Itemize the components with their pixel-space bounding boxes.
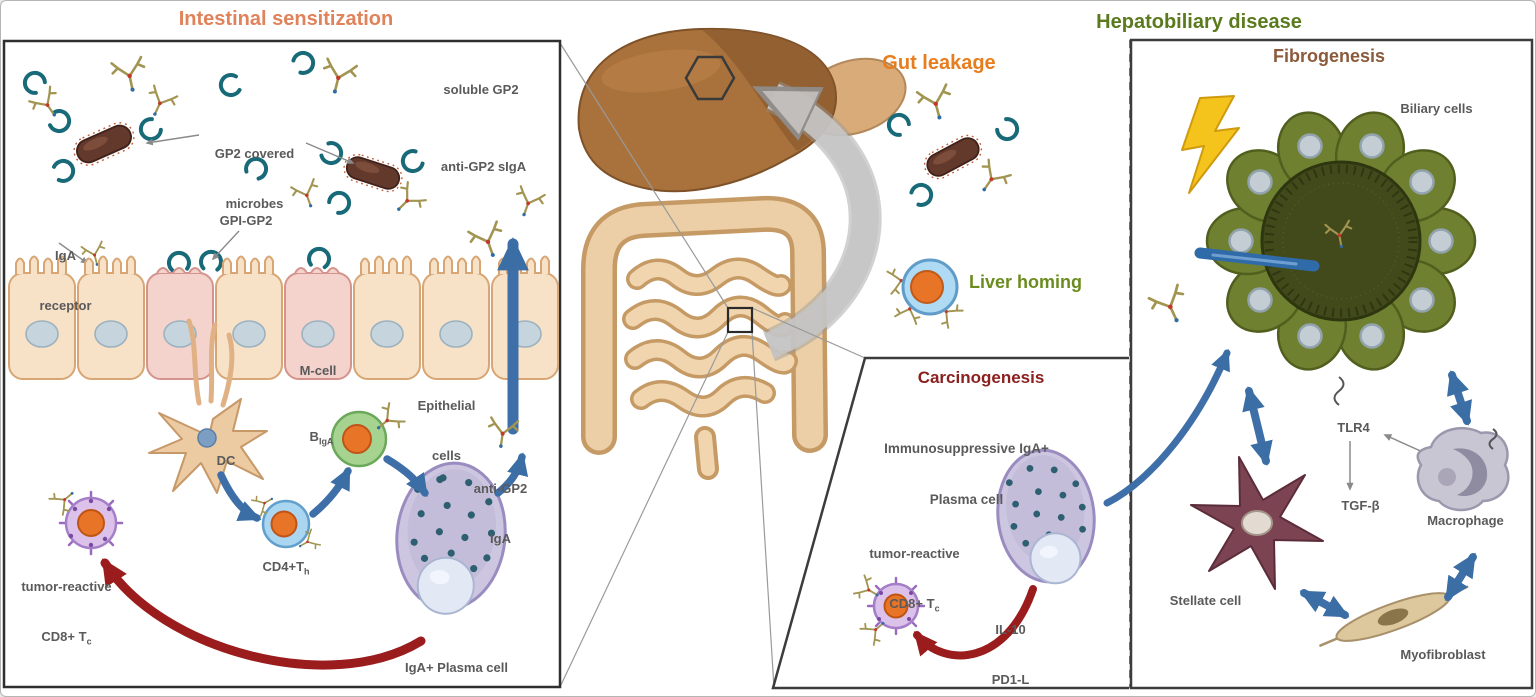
carcinogenesis-title: Carcinogenesis [917, 368, 1045, 387]
label-pointer-arrows [58, 134, 355, 264]
plasma-to-bileduct-arrow [1103, 348, 1231, 507]
hepatobiliary-disease-title: Hepatobiliary disease [1096, 11, 1302, 33]
tumor-reactive-cd8-label: tumor-reactive CD8+ Tc [21, 579, 112, 647]
gut-to-liver-arrow [769, 81, 882, 362]
large-intestine-illustration [581, 195, 828, 455]
myofibroblast-label: Myofibroblast [1400, 647, 1486, 662]
liver-highlight [601, 49, 721, 93]
il10-pd1l-label: IL-10 PD1-L [991, 622, 1030, 688]
blue-flow-arrows [217, 236, 529, 522]
epithelial-cells-label: Epithelial cells [417, 398, 476, 464]
b-cell [330, 401, 407, 468]
stellate-cell-label: Stellate cell [1169, 593, 1242, 608]
hepatobiliary-panel [1129, 38, 1534, 690]
crosstalk-double-arrows [1242, 370, 1477, 619]
stellate-cell [1190, 456, 1324, 590]
gut-leakage-items [882, 83, 1024, 210]
magnifier-hexagon [684, 55, 736, 101]
immunosuppressive-plasma-label: Immunosuppressive IgA+ Plasma cell [884, 440, 1049, 508]
iga-receptor-label: IgA receptor [39, 248, 92, 314]
cd8-t-cell [852, 573, 926, 647]
red-suppression-arrow [100, 558, 426, 670]
b-cell-label: BIgA [309, 429, 334, 447]
red-suppression-arrow [913, 585, 1037, 660]
magnifier-square [726, 306, 754, 334]
biliary-cell-nuclei [1228, 133, 1454, 349]
small-intestine-illustration [622, 257, 798, 480]
intestinal-sensitization-panel [2, 39, 562, 689]
tumor-reactive-cd8-label-carcino: tumor-reactive CD8+ Tc [869, 546, 960, 614]
iga-plasma-cell [395, 461, 507, 615]
signalling-arrows [1346, 434, 1426, 491]
cd4-t-cell [250, 489, 322, 556]
macrophage-label: Macrophage [1427, 513, 1504, 528]
plasma-cell-granules [410, 474, 496, 573]
bile-duct-cross-section [1205, 111, 1477, 371]
anti-gp2-siga-label: anti-GP2 sIgA [440, 159, 527, 174]
tlr4-receptor-squiggle [1333, 376, 1345, 406]
liver-homing-cell [886, 258, 965, 330]
cd8-t-cell [47, 482, 124, 556]
dc-label: DC [216, 453, 236, 468]
anti-gp2-iga-label: anti-GP2 IgA [473, 481, 528, 547]
immunosuppressive-plasma-cell [996, 448, 1096, 585]
gut-leakage-label: Gut leakage [882, 52, 996, 74]
carcinogenesis-border [771, 356, 1129, 690]
biliary-cells-label: Biliary cells [1400, 101, 1473, 116]
fibrogenesis-title: Fibrogenesis [1272, 46, 1386, 66]
dendritic-cell [148, 318, 268, 494]
tlr4-label: TLR4 [1337, 420, 1370, 435]
carcinogenesis-panel [771, 356, 1129, 690]
gpi-gp2-label: GPI-GP2 [219, 213, 273, 228]
lightning-bolt-icon [1181, 95, 1240, 194]
blue-rod [1194, 247, 1320, 272]
tgf-beta-label: TGF-β [1341, 498, 1380, 513]
epithelial-cell-row [8, 255, 559, 380]
macrophage-cell [1416, 426, 1510, 512]
m-cell-label: M-cell [299, 363, 337, 378]
liver-homing-label: Liver homing [969, 272, 1083, 292]
gut-liver-anatomy [577, 27, 907, 480]
intestinal-sensitization-title: Intestinal sensitization [178, 8, 394, 30]
gp2-covered-microbes-label: GP2 covered microbes [214, 146, 295, 212]
cd4-th-label: CD4+Th [262, 559, 310, 577]
soluble-gp2-label: soluble GP2 [443, 82, 519, 97]
iga-plasma-cell-label: IgA+ Plasma cell (IL-10 PD1-L) [405, 660, 508, 676]
zoom-connector-lines [559, 42, 866, 689]
